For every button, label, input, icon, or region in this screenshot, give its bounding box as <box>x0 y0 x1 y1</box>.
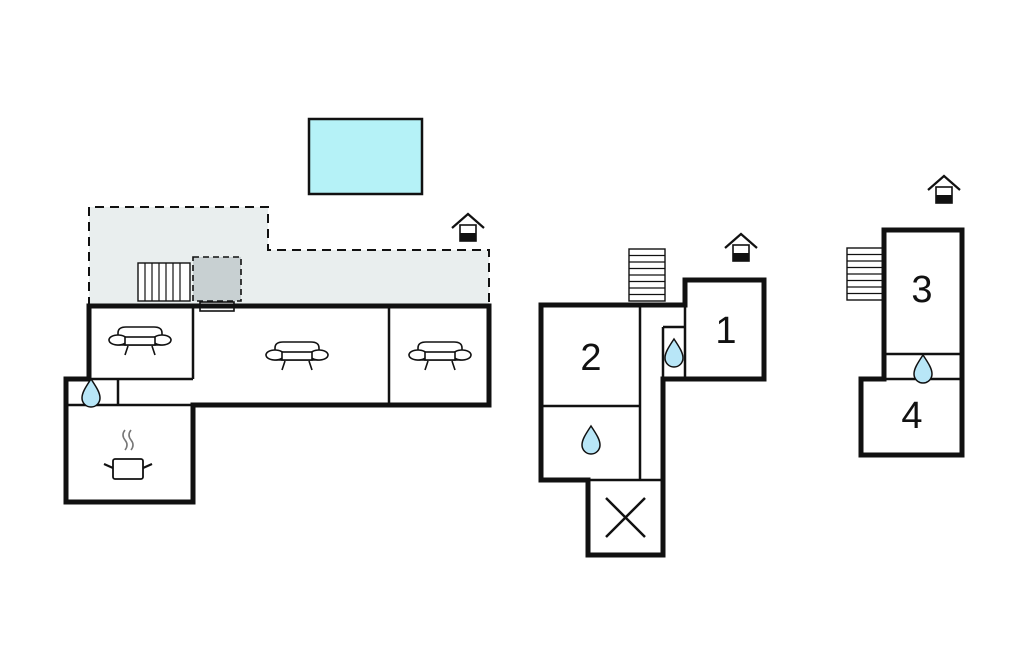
house-entrance-icon <box>926 174 962 205</box>
room-number-1: 1 <box>715 310 736 352</box>
water-drop-icon <box>913 354 933 384</box>
sofa-icon <box>108 326 172 356</box>
staircase-icon <box>137 262 191 302</box>
house-entrance-icon <box>450 212 486 243</box>
water-drop-icon <box>581 425 601 455</box>
fireplace-box <box>192 256 242 302</box>
staircase-icon <box>846 247 884 301</box>
left-building-walls <box>63 303 492 505</box>
room-number-3: 3 <box>911 269 932 311</box>
house-entrance-icon <box>723 232 759 263</box>
room-number-2: 2 <box>580 337 601 379</box>
staircase-icon <box>628 248 666 302</box>
sofa-icon <box>408 341 472 371</box>
cooking-pot-icon <box>103 429 153 480</box>
pool-area <box>307 117 424 196</box>
sofa-icon <box>265 341 329 371</box>
water-drop-icon <box>81 378 101 408</box>
room-number-4: 4 <box>901 395 922 437</box>
water-drop-icon <box>664 338 684 368</box>
